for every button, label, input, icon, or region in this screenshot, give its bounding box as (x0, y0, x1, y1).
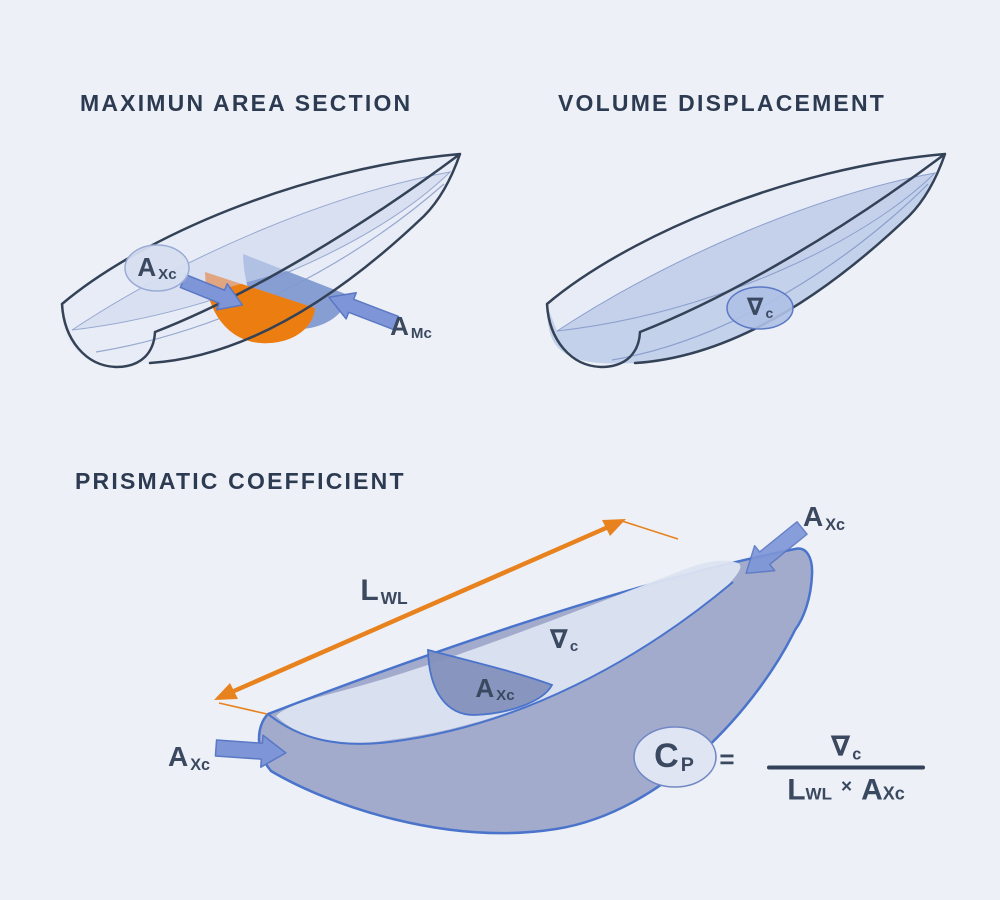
label-vc-prism-nabla: ∇ (549, 625, 568, 655)
fraction-bar (767, 765, 925, 770)
lwl-dimension-arrow (214, 519, 679, 715)
axc-stern-arrow-icon (214, 734, 287, 768)
label-lwl-sub: WL (380, 587, 408, 608)
formula-den-lwl-sub: WL (805, 784, 832, 804)
axc-label-bubble (124, 244, 190, 292)
label-vc-prism: ∇c (549, 625, 579, 656)
hull1-outline (60, 152, 462, 369)
label-axc-stern-main: A (167, 741, 189, 772)
formula-numerator: ∇c (830, 729, 862, 764)
lwl-arrowhead-right (602, 519, 626, 536)
label-amc-hull1-sub: Mc (410, 325, 432, 343)
axc-bow-arrow-icon (745, 521, 808, 575)
title-prismatic-coefficient: PRISMATIC COEFFICIENT (75, 468, 406, 494)
formula-den-axc-sub: Xc (882, 783, 905, 804)
label-axc-section-sub: Xc (496, 687, 515, 705)
hull1-body-fill (62, 154, 460, 364)
hull2-waterplane (556, 172, 937, 332)
formula-multiply-sign: × (840, 776, 853, 798)
label-axc-bow-sub: Xc (825, 515, 846, 534)
formula-numerator-nabla: ∇ (830, 729, 851, 763)
formula-den-lwl-main: L (787, 773, 806, 807)
hull-volume-displacement (545, 152, 947, 369)
label-vc-hull2: ∇c (746, 293, 774, 322)
formula-numerator-sub: c (852, 745, 862, 764)
label-axc-bow-main: A (802, 501, 824, 532)
title-max-area-section: MAXIMUN AREA SECTION (80, 90, 413, 116)
lwl-arrowhead-left (214, 683, 238, 700)
hull-max-area-section (60, 152, 462, 369)
label-amc-hull1-main: A (390, 311, 409, 341)
prism-near-rim (267, 581, 734, 745)
amc-flow-arrow-icon (328, 291, 400, 331)
prism-floor (276, 560, 741, 743)
formula-cp-main: C (654, 737, 679, 775)
label-lwl-main: L (360, 574, 379, 607)
label-axc-hull1-sub: Xc (158, 266, 177, 284)
cp-label-bubble (633, 726, 717, 788)
label-vc-prism-sub: c (569, 638, 579, 656)
axc-flow-arrow-icon (179, 273, 244, 311)
formula-equals: = (719, 746, 734, 772)
hull2-outline (545, 152, 947, 369)
formula-cp-sub: P (680, 754, 694, 777)
prism-mid-section (427, 648, 554, 716)
label-axc-hull1-main: A (137, 252, 157, 282)
label-vc-hull2-nabla: ∇ (746, 293, 764, 321)
formula-equals-sign: = (719, 744, 735, 774)
formula-den-axc-main: A (861, 773, 883, 807)
label-axc-stern-sub: Xc (190, 755, 211, 774)
max-area-section-below-sheer (205, 272, 315, 344)
title-volume-displacement: VOLUME DISPLACEMENT (558, 90, 887, 116)
label-vc-hull2-sub: c (765, 305, 774, 322)
vc-label-bubble (726, 286, 794, 330)
label-axc-section-main: A (475, 673, 495, 703)
